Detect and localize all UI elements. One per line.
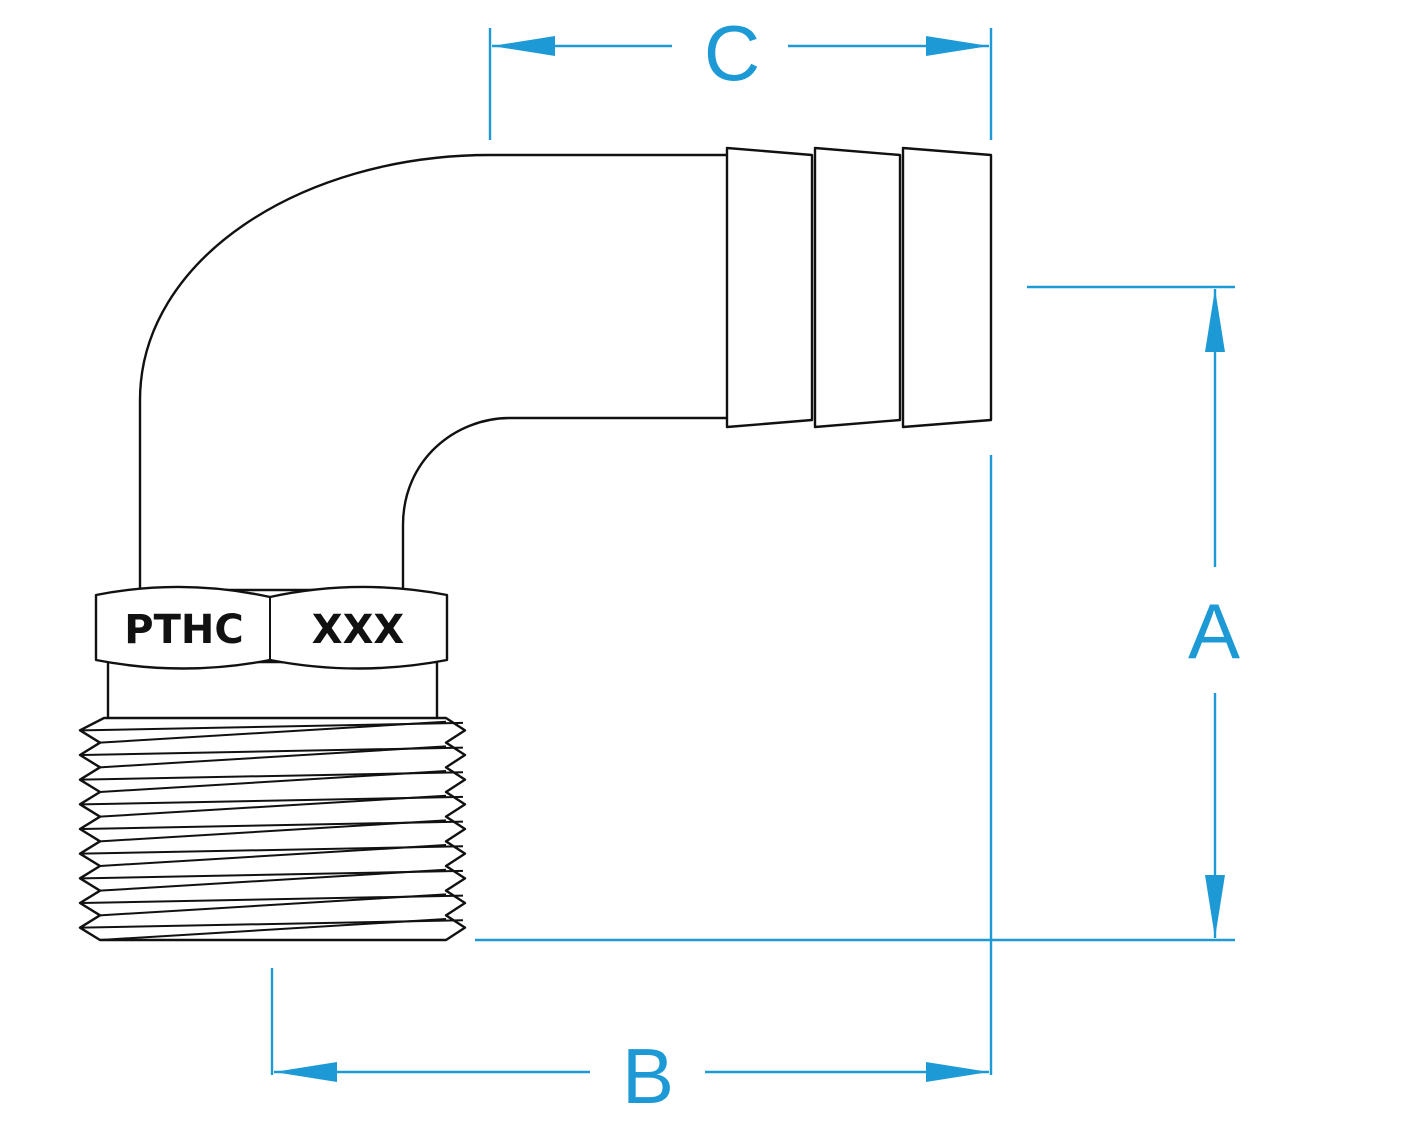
thread-root [81,845,464,855]
part-marking-size: XXX [312,607,405,653]
thread-root [81,869,464,880]
fitting-neck [106,660,439,722]
barb-2 [813,146,902,429]
dimension-a-label: A [1188,587,1240,675]
pipe-thread [78,716,467,942]
hose-barbs [725,146,993,429]
part-marking-prefix: PTHC [124,607,243,653]
thread-root [81,919,464,929]
thread-root [81,771,464,781]
thread-root [81,746,464,756]
thread-root [81,820,464,830]
dimension-c-label: C [704,9,760,97]
thread-root [81,795,464,806]
thread-root [81,721,464,732]
dimension-b [270,455,993,1082]
barb-3 [901,146,993,429]
dimension-c [488,28,993,140]
dimension-a [475,285,1235,942]
dimension-b-label: B [622,1032,674,1120]
hex-nut: PTHC XXX [94,585,449,670]
barb-1 [725,146,814,429]
elbow-body [138,153,730,592]
thread-root [81,894,464,904]
